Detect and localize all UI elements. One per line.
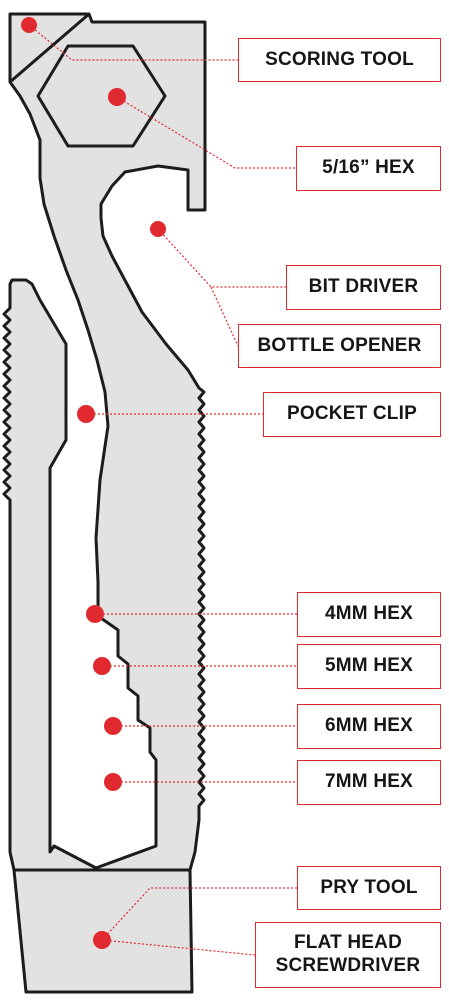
dot-5-16-hex (108, 88, 126, 106)
label-6mm-hex: 6MM HEX (297, 704, 441, 749)
label-5mm-hex: 5MM HEX (297, 644, 441, 689)
label-pocket-clip: POCKET CLIP (263, 392, 441, 437)
leader-bottle-opener (210, 286, 239, 347)
label-5-16-hex: 5/16” HEX (296, 146, 441, 191)
leader-pry-tool (101, 887, 297, 941)
multitool-body (2, 12, 207, 994)
label-pry-tool: PRY TOOL (297, 866, 441, 910)
marker-dots (21, 17, 166, 949)
leader-lines (28, 24, 297, 956)
label-4mm-hex: 4MM HEX (297, 592, 441, 637)
leader-bit-driver (157, 228, 286, 288)
leader-flat-head-screwdriver (101, 939, 256, 956)
dot-5mm-hex (93, 657, 111, 675)
hex-socket-outline (36, 44, 167, 148)
dot-pocket-clip (77, 405, 95, 423)
dot-bit-driver-bottle-opener (150, 221, 166, 237)
dot-7mm-hex (104, 773, 122, 791)
label-bottle-opener: BOTTLE OPENER (238, 324, 441, 368)
label-7mm-hex: 7MM HEX (297, 760, 441, 805)
dot-pry-flat-head (93, 931, 111, 949)
leader-5-16-hex (116, 96, 296, 169)
label-scoring-tool: SCORING TOOL (238, 38, 441, 82)
label-flat-head-screwdriver: FLAT HEAD SCREWDRIVER (255, 922, 441, 988)
label-bit-driver: BIT DRIVER (286, 265, 441, 310)
dot-6mm-hex (104, 717, 122, 735)
dot-4mm-hex (86, 605, 104, 623)
dot-scoring-tool (21, 17, 37, 33)
scoring-edge-line (9, 12, 90, 84)
tool-outer-outline (2, 12, 207, 994)
